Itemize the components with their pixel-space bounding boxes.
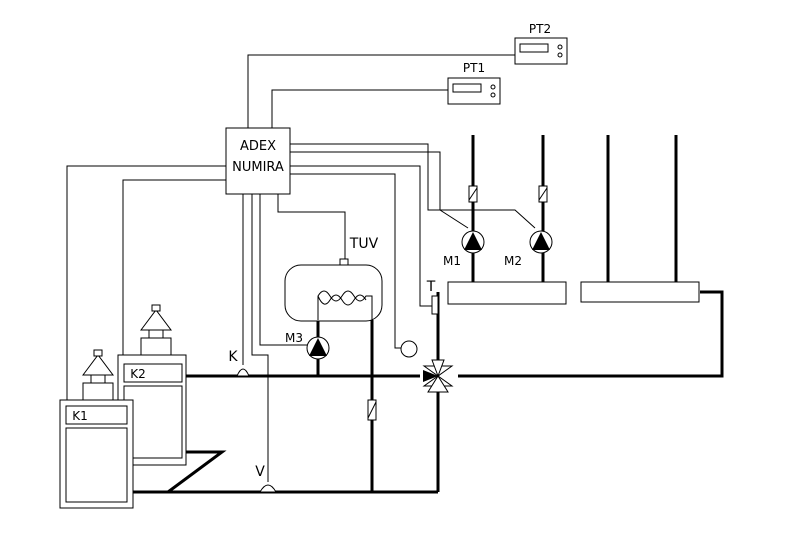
- pump-m2-label: M2: [504, 254, 522, 268]
- thermostat-pt1-label: PT1: [463, 61, 485, 75]
- controller-label-line2: NUMIRA: [232, 160, 284, 175]
- boiler-k1-label: K1: [72, 409, 88, 423]
- boiler-k2-label: K2: [130, 367, 146, 381]
- pump-m3-label: M3: [285, 331, 303, 345]
- pump-m3: M3: [285, 331, 330, 360]
- check-valve-3: [367, 399, 377, 421]
- tank-label: TUV: [349, 236, 379, 252]
- thermostat-pt1: PT1: [447, 61, 501, 105]
- boiler-k2: K2: [117, 304, 187, 466]
- sensor-k-label: K: [228, 349, 238, 365]
- outdoor-sensor: [400, 340, 418, 358]
- manifold-right: [580, 281, 700, 303]
- check-valve-2: [538, 185, 548, 203]
- sensor-v-label: V: [255, 464, 265, 480]
- pump-m1: M1: [443, 230, 485, 268]
- sensor-k: K: [228, 349, 250, 377]
- pump-m2: M2: [504, 230, 553, 268]
- boiler-k1: K1: [59, 349, 134, 509]
- controller-adex-numira: ADEX NUMIRA: [225, 127, 291, 195]
- sensor-v: V: [255, 464, 277, 493]
- pump-m1-label: M1: [443, 254, 461, 268]
- check-valve-1: [468, 185, 478, 203]
- thermostat-pt2: PT2: [514, 22, 568, 65]
- hot-water-tank: TUV: [284, 236, 383, 322]
- manifold-left: [447, 281, 567, 305]
- thermostat-pt2-label: PT2: [529, 22, 551, 36]
- controller-label-line1: ADEX: [240, 139, 276, 154]
- mixing-valve: [422, 359, 454, 393]
- sensor-t-label: T: [426, 279, 436, 295]
- control-wiring: [66, 54, 536, 482]
- sensor-t: T: [426, 279, 439, 315]
